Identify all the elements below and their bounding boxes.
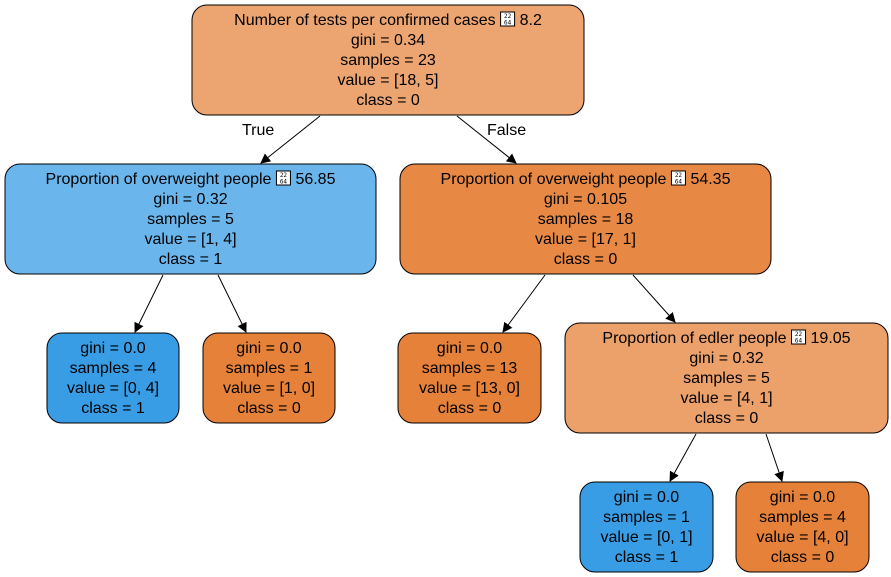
edge-arrow xyxy=(260,115,321,164)
node-box xyxy=(191,4,585,116)
tree-node: gini = 0.0 samples = 4 value = [0, 4] class… xyxy=(46,332,180,424)
node-line: gini = 0.0 xyxy=(236,340,301,357)
split-feature: Proportion of overweight people xyxy=(441,171,667,188)
node-box xyxy=(735,481,870,573)
node-line: value = [4, 0] xyxy=(756,529,848,546)
node-line: samples = 13 xyxy=(422,360,518,377)
edge-arrow xyxy=(502,274,546,333)
split-threshold: 56.85 xyxy=(295,171,335,188)
node-line: samples = 4 xyxy=(70,360,157,377)
glyph-code-bottom: 64 xyxy=(504,20,512,27)
node-line: class = 1 xyxy=(81,400,145,417)
edge-arrow xyxy=(632,274,676,323)
node-line: samples = 23 xyxy=(340,52,436,69)
glyph-code-top: 22 xyxy=(795,331,803,338)
nodes-layer: Number of tests per confirmed cases 8.2 g… xyxy=(4,4,889,573)
glyph-code-bottom: 64 xyxy=(795,338,803,345)
edge-label-false: False xyxy=(487,122,526,139)
node-line: class = 1 xyxy=(159,251,223,268)
node-box xyxy=(399,163,772,275)
tree-node: gini = 0.0 samples = 1 value = [1, 0] class… xyxy=(202,332,336,424)
node-line: samples = 1 xyxy=(226,360,313,377)
unknown-glyph-icon xyxy=(500,11,516,27)
node-line: class = 0 xyxy=(356,92,420,109)
node-box xyxy=(564,322,889,434)
node-line: samples = 5 xyxy=(147,211,234,228)
tree-node: gini = 0.0 samples = 1 value = [0, 1] class… xyxy=(579,481,714,573)
split-threshold: 8.2 xyxy=(520,12,542,29)
node-line: gini = 0.32 xyxy=(689,350,763,367)
edge-label-true: True xyxy=(242,122,274,139)
tree-node: gini = 0.0 samples = 4 value = [4, 0] class… xyxy=(735,481,870,573)
glyph-code-top: 22 xyxy=(504,13,512,20)
node-line: value = [17, 1] xyxy=(535,231,636,248)
edge-arrow xyxy=(765,433,784,482)
node-split-line: Proportion of overweight people 56.85 xyxy=(46,171,336,188)
edges-layer: True False xyxy=(134,115,784,482)
node-line: class = 0 xyxy=(554,251,618,268)
node-line: value = [4, 1] xyxy=(680,390,772,407)
edge-arrow xyxy=(134,274,164,333)
split-threshold: 19.05 xyxy=(811,330,851,347)
split-feature: Proportion of overweight people xyxy=(46,171,272,188)
node-line: gini = 0.0 xyxy=(80,340,145,357)
node-line: value = [0, 1] xyxy=(600,529,692,546)
node-line: class = 0 xyxy=(237,400,301,417)
glyph-code-top: 22 xyxy=(280,172,288,179)
node-box xyxy=(4,163,377,275)
split-feature: Proportion of edler people xyxy=(602,330,786,347)
tree-node: Proportion of overweight people 54.35 gin… xyxy=(399,163,772,275)
node-split-line: Proportion of overweight people 54.35 xyxy=(441,171,731,188)
split-feature: Number of tests per confirmed cases xyxy=(234,12,495,29)
tree-node: Proportion of overweight people 56.85 gin… xyxy=(4,163,377,275)
tree-node: Number of tests per confirmed cases 8.2 g… xyxy=(191,4,585,116)
tree-node: Proportion of edler people 19.05 gini = 0… xyxy=(564,322,889,434)
node-box xyxy=(397,332,542,424)
node-line: samples = 18 xyxy=(538,211,634,228)
node-split-line: Number of tests per confirmed cases 8.2 xyxy=(234,12,542,29)
node-line: gini = 0.32 xyxy=(153,191,227,208)
node-line: samples = 4 xyxy=(759,509,846,526)
node-line: gini = 0.34 xyxy=(351,32,425,49)
node-line: class = 0 xyxy=(771,549,835,566)
split-threshold: 54.35 xyxy=(690,171,730,188)
glyph-code-top: 22 xyxy=(675,172,683,179)
node-line: value = [13, 0] xyxy=(419,380,520,397)
node-line: value = [0, 4] xyxy=(67,380,159,397)
node-line: gini = 0.0 xyxy=(437,340,502,357)
unknown-glyph-icon xyxy=(670,170,686,186)
glyph-code-bottom: 64 xyxy=(280,179,288,186)
node-line: gini = 0.0 xyxy=(770,489,835,506)
node-line: class = 0 xyxy=(695,410,759,427)
node-line: value = [1, 4] xyxy=(144,231,236,248)
glyph-code-bottom: 64 xyxy=(675,179,683,186)
edge-arrow xyxy=(217,274,247,333)
node-line: gini = 0.0 xyxy=(614,489,679,506)
node-line: class = 1 xyxy=(615,549,679,566)
tree-node: gini = 0.0 samples = 13 value = [13, 0] cla… xyxy=(397,332,542,424)
node-line: value = [1, 0] xyxy=(223,380,315,397)
node-box xyxy=(202,332,336,424)
node-line: samples = 5 xyxy=(683,370,770,387)
edge-arrow xyxy=(669,433,697,482)
node-line: gini = 0.105 xyxy=(544,191,627,208)
node-box xyxy=(579,481,714,573)
unknown-glyph-icon xyxy=(275,170,291,186)
node-split-line: Proportion of edler people 19.05 xyxy=(602,330,850,347)
node-line: class = 0 xyxy=(438,400,502,417)
node-box xyxy=(46,332,180,424)
unknown-glyph-icon xyxy=(791,329,807,345)
edge-arrow xyxy=(456,115,517,164)
node-line: samples = 1 xyxy=(603,509,690,526)
node-line: value = [18, 5] xyxy=(338,72,439,89)
